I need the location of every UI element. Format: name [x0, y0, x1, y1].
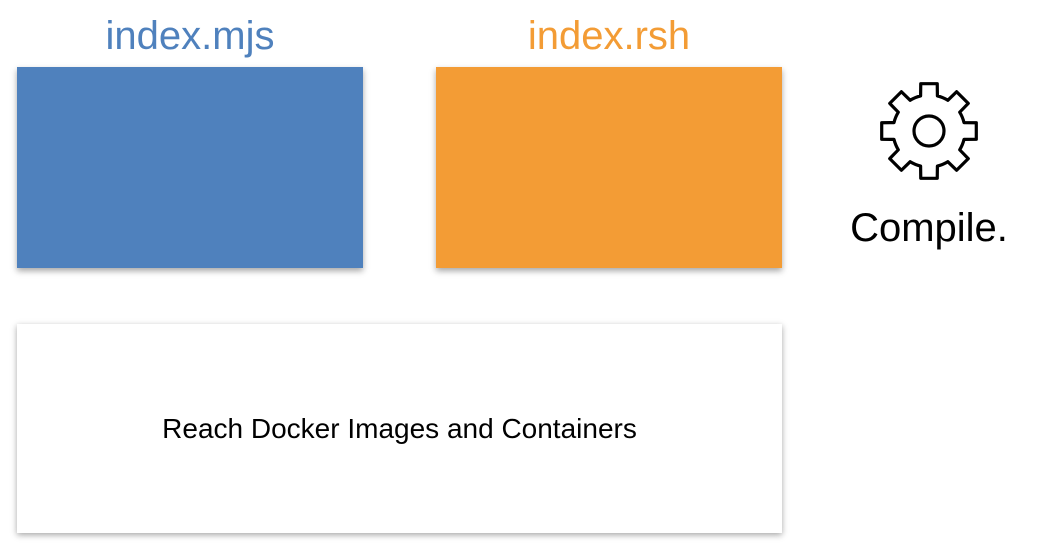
index-rsh-label: index.rsh: [527, 14, 691, 58]
gear-icon: [880, 82, 978, 180]
docker-label: Reach Docker Images and Containers: [162, 412, 637, 444]
gear-outline: [880, 82, 978, 180]
index-mjs-label: index.mjs: [105, 14, 275, 58]
docker-container-box: Reach Docker Images and Containers: [17, 324, 782, 533]
index-rsh-box: [436, 67, 782, 268]
index-mjs-box: [17, 67, 363, 268]
compile-label: Compile.: [850, 206, 1008, 250]
